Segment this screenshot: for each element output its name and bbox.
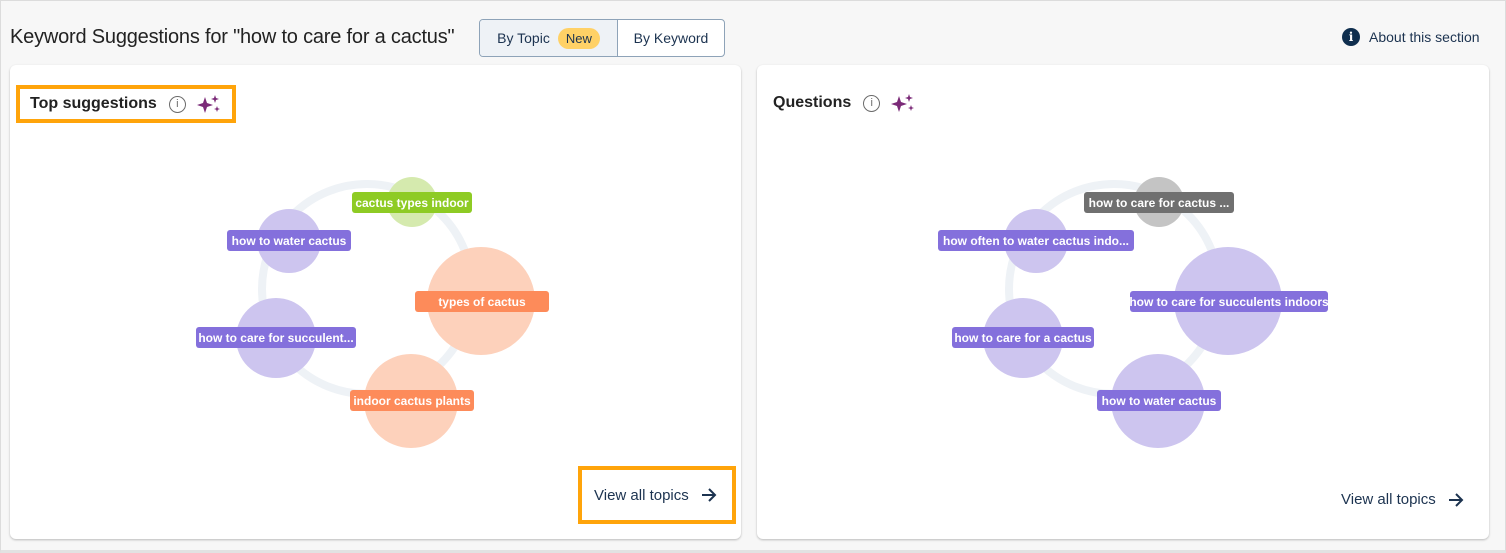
topic-tag[interactable]: types of cactus xyxy=(415,291,549,312)
question-tag[interactable]: how to water cactus xyxy=(1097,390,1221,411)
about-label: About this section xyxy=(1369,29,1480,45)
topic-bubble-chart: cactus types indoor how to water cactus … xyxy=(10,65,741,539)
new-badge: New xyxy=(557,27,600,49)
questions-header: Questions i xyxy=(773,93,916,113)
ai-sparkle-icon xyxy=(196,95,220,113)
topic-tag[interactable]: cactus types indoor xyxy=(352,192,472,213)
card-title: Questions xyxy=(773,94,852,111)
info-icon[interactable]: i xyxy=(168,95,186,113)
about-this-section-link[interactable]: i About this section xyxy=(1342,28,1480,46)
page-title: Keyword Suggestions for "how to care for… xyxy=(10,26,455,48)
card-title: Top suggestions xyxy=(30,95,157,112)
info-icon[interactable]: i xyxy=(863,94,881,112)
topic-tag[interactable]: how to care for succulent... xyxy=(196,327,356,348)
view-all-topics-link[interactable]: View all topics xyxy=(578,466,736,524)
top-suggestions-header: Top suggestions i xyxy=(16,85,236,123)
by-topic-tab[interactable]: By Topic New xyxy=(480,20,618,56)
by-keyword-tab[interactable]: By Keyword xyxy=(618,20,724,56)
view-all-label: View all topics xyxy=(594,486,689,504)
questions-card: Questions i how to care for cactus ... h… xyxy=(757,65,1489,539)
topic-tag[interactable]: how to water cactus xyxy=(227,230,351,251)
ai-sparkle-icon xyxy=(891,94,915,112)
by-topic-label: By Topic xyxy=(497,30,550,46)
question-tag[interactable]: how often to water cactus indo... xyxy=(938,230,1134,251)
view-all-topics-link[interactable]: View all topics xyxy=(1341,491,1464,508)
view-all-label: View all topics xyxy=(1341,491,1436,508)
arrow-right-icon xyxy=(1448,492,1464,507)
question-tag[interactable]: how to care for succulents indoors xyxy=(1129,291,1329,312)
topic-tag[interactable]: indoor cactus plants xyxy=(350,390,474,411)
arrow-right-icon xyxy=(701,488,717,502)
question-bubble-chart: how to care for cactus ... how often to … xyxy=(757,65,1489,539)
question-tag[interactable]: how to care for cactus ... xyxy=(1084,192,1234,213)
info-filled-icon: i xyxy=(1342,28,1360,46)
view-toggle: By Topic New By Keyword xyxy=(479,19,725,57)
top-suggestions-card: Top suggestions i cactus types indoor ho… xyxy=(10,65,741,539)
question-tag[interactable]: how to care for a cactus xyxy=(952,327,1094,348)
by-keyword-label: By Keyword xyxy=(633,30,709,46)
ring-connector xyxy=(1005,180,1223,398)
